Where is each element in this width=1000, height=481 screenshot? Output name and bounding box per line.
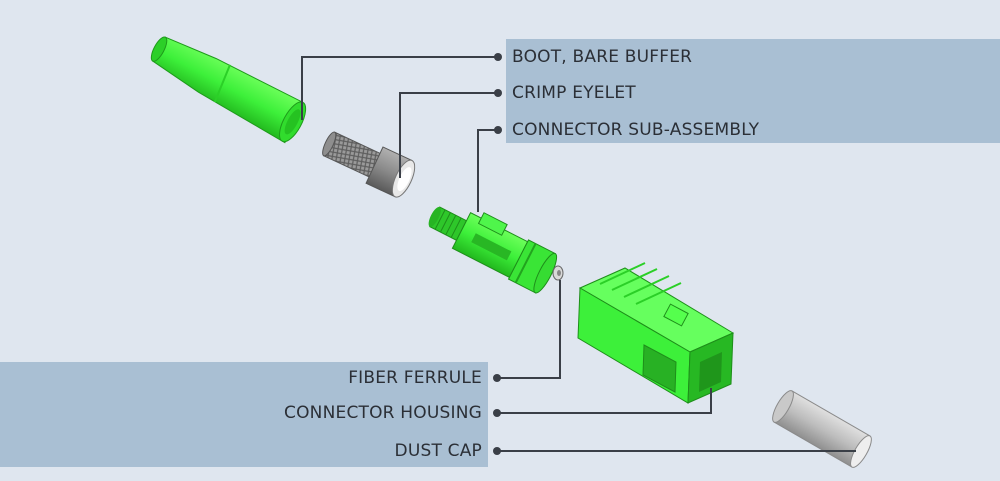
label-connector-sub-assembly: CONNECTOR SUB-ASSEMBLY <box>512 120 760 140</box>
boot-part <box>150 36 307 144</box>
leader-dot-housing <box>493 409 501 417</box>
leader-line-sub-assembly <box>477 129 496 212</box>
leader-line-boot <box>301 56 496 120</box>
label-fiber-ferrule: FIBER FERRULE <box>348 368 482 388</box>
leader-dot-sub-assembly <box>494 126 502 134</box>
label-dust-cap: DUST CAP <box>394 441 482 461</box>
leader-line-crimp <box>399 92 496 178</box>
leader-line-housing <box>498 388 712 414</box>
leader-dot-boot <box>494 53 502 61</box>
leader-line-ferrule <box>498 280 561 379</box>
label-boot: BOOT, BARE BUFFER <box>512 47 693 67</box>
leader-dot-crimp <box>494 89 502 97</box>
leader-dot-ferrule <box>493 374 501 382</box>
dust-cap-part <box>772 390 872 468</box>
label-band-top <box>506 39 1000 143</box>
crimp-eyelet-part <box>322 131 416 198</box>
connector-sub-assembly-part <box>428 206 564 294</box>
label-band-bottom <box>0 362 488 467</box>
connector-housing-part <box>577 262 735 404</box>
leader-dot-dust-cap <box>493 447 501 455</box>
label-crimp-eyelet: CRIMP EYELET <box>512 83 636 103</box>
label-connector-housing: CONNECTOR HOUSING <box>284 403 482 423</box>
